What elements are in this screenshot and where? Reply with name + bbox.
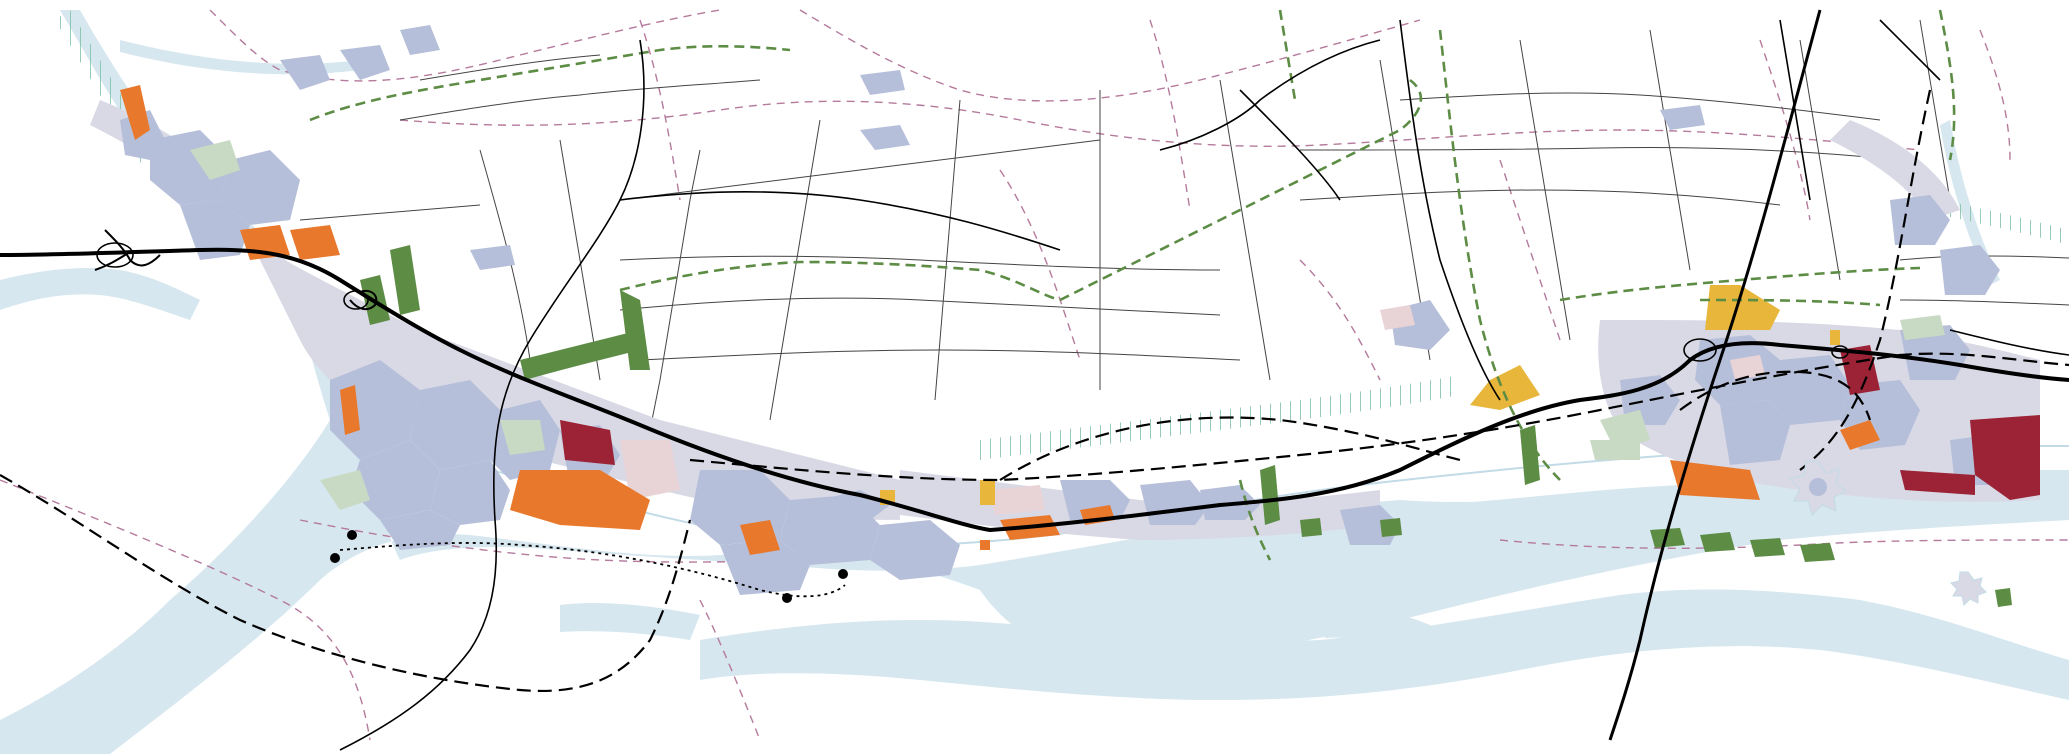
interchanges <box>96 242 1849 362</box>
harbour-basin-centre <box>560 603 700 640</box>
motorways <box>0 9 2069 741</box>
ferry-stop-dot-icon <box>330 553 340 563</box>
fortified-towns <box>1789 460 1987 606</box>
mixed-use-pink <box>620 305 1765 515</box>
urban-corridor-west <box>250 240 900 520</box>
ferry-stop-dot-icon <box>838 569 848 579</box>
fortified-town-star-icon <box>1950 571 1987 606</box>
urban-areas <box>90 25 2040 595</box>
east-creek <box>1940 120 2000 285</box>
development-sites <box>880 285 1840 505</box>
polder-parcel-lines <box>299 19 2069 431</box>
ferry-stop-dot-icon <box>782 593 792 603</box>
nature-areas <box>360 245 2012 607</box>
secondary-roads <box>339 19 2069 751</box>
industrial-zones <box>120 85 1880 555</box>
priority-zones <box>560 345 2040 500</box>
cycle-routes <box>309 9 1956 561</box>
harbour-basin-east <box>1320 608 1430 650</box>
residential-blocks-centre <box>470 70 1705 595</box>
ferry-stops <box>330 530 848 603</box>
green-spaces <box>190 140 1945 510</box>
ferry-route <box>339 542 846 598</box>
river-lower-channel <box>700 589 2069 700</box>
river-south-channel <box>980 477 2069 665</box>
harbour-basin-west <box>0 268 200 320</box>
ferry-stop-dot-icon <box>347 530 357 540</box>
fortified-town-star-icon <box>1789 460 1847 516</box>
